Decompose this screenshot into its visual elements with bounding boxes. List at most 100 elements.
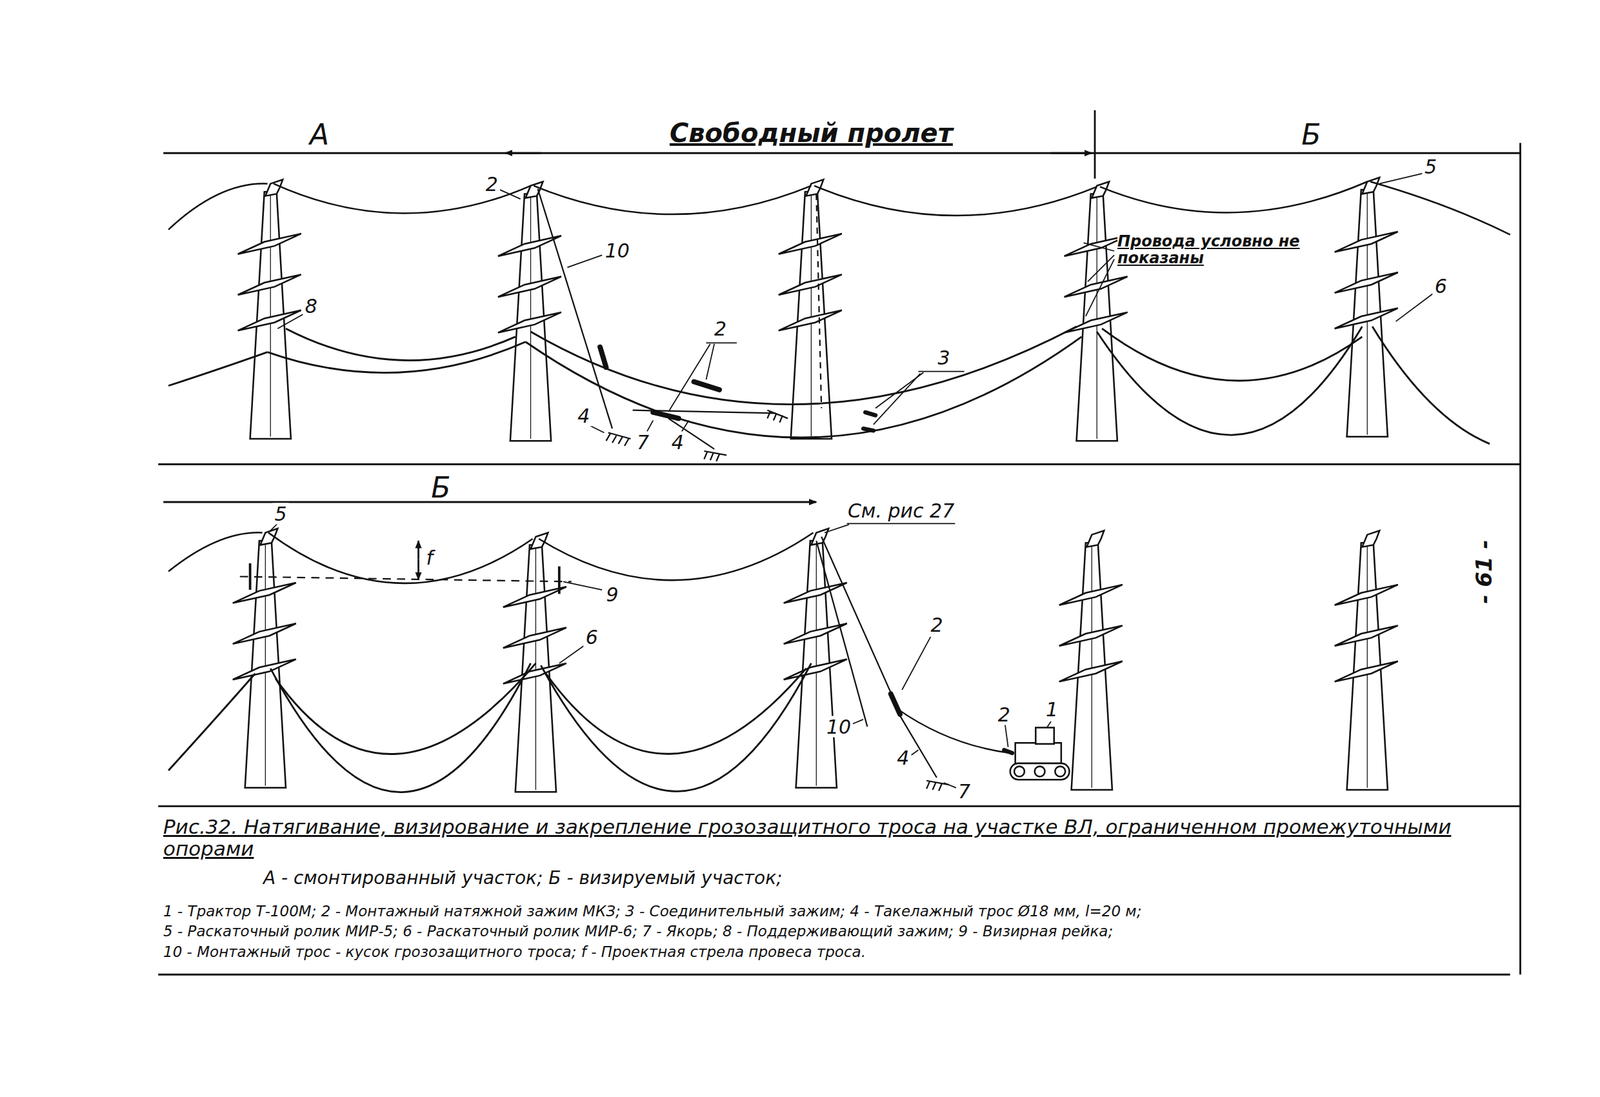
leader-lines <box>918 370 964 373</box>
rigging-ropes <box>240 576 572 582</box>
stringing-cable <box>545 668 806 754</box>
ground-wire <box>814 185 1097 216</box>
callout-number: 8 <box>303 295 320 317</box>
rigging-ropes <box>898 709 1011 753</box>
anchor-symbol <box>703 452 720 462</box>
ground-wire <box>538 532 813 580</box>
transmission-tower <box>503 532 567 792</box>
legend-line: 10 - Монтажный трос - кусок грозозащитно… <box>163 943 866 960</box>
dimension-arrows <box>163 152 1092 580</box>
callout-number: 1 <box>1043 698 1060 720</box>
callout-number: 2 <box>483 172 500 195</box>
ground-wire <box>168 181 1511 583</box>
stringing-cable <box>168 326 1490 793</box>
callout-number: 10 <box>824 716 853 738</box>
ground-wire <box>168 532 262 571</box>
leader-lines <box>669 343 711 411</box>
section-label: Б <box>1301 119 1321 151</box>
callout-number: 9 <box>603 583 620 605</box>
stringing-cable <box>530 326 1077 405</box>
leader-lines <box>706 341 737 344</box>
transmission-tower <box>1334 530 1399 790</box>
stringing-cable <box>1372 326 1490 444</box>
leader-lines <box>277 314 304 329</box>
transmission-tower <box>232 177 1399 792</box>
rigging-ropes <box>558 566 561 595</box>
rigging-ropes <box>240 189 1011 778</box>
anchor-symbol <box>606 433 630 446</box>
rigging-ropes <box>249 563 252 590</box>
ground-wire <box>533 185 811 215</box>
figure-caption: Рис.32. Натягивание, визирование и закре… <box>163 815 1506 860</box>
frame-lines <box>163 152 1520 155</box>
reference-note: См. рис 27 <box>845 499 957 521</box>
legend-line: 5 - Раскаточный ролик МИР-5; 6 - Раскато… <box>163 923 1113 940</box>
callout-number: 4 <box>669 430 686 453</box>
transmission-tower <box>778 179 842 439</box>
leader-lines <box>269 523 279 532</box>
leader-lines <box>500 189 521 199</box>
callout-number: 6 <box>583 625 600 648</box>
tractor-symbol <box>1054 766 1066 777</box>
ground-wire <box>1370 181 1511 235</box>
stringing-cable <box>525 336 1082 438</box>
clamps <box>890 693 900 715</box>
tractor-symbol <box>1010 763 1070 780</box>
anchor-symbol <box>608 432 631 439</box>
span-label: Свободный пролет <box>669 118 953 148</box>
leader-lines <box>847 522 956 524</box>
ground-wire <box>268 532 533 583</box>
callout-number: 2 <box>712 318 729 340</box>
leader-lines <box>910 749 919 755</box>
tractor-symbol <box>1035 727 1054 744</box>
dimension-label: f <box>424 546 436 568</box>
leader-lines <box>647 420 653 432</box>
leader-lines <box>901 636 931 690</box>
anchor-symbol <box>606 410 950 791</box>
callout-number: 3 <box>935 346 952 368</box>
legend-line: 1 - Трактор Т-100М; 2 - Монтажный натяжн… <box>163 903 1142 920</box>
tractor-symbol <box>1010 727 1070 780</box>
transmission-tower <box>1334 177 1399 437</box>
leader-lines <box>1379 173 1422 184</box>
ground-wire <box>168 183 268 230</box>
stringing-cable <box>168 673 255 771</box>
callout-number: 7 <box>634 430 651 453</box>
leader-lines <box>589 425 604 433</box>
tractor-symbol <box>1034 766 1046 777</box>
tractor-symbol <box>1015 742 1062 766</box>
rigging-ropes <box>821 536 896 704</box>
dimension-arrows <box>417 540 420 559</box>
clamps <box>600 347 1013 753</box>
clamps <box>1003 749 1013 753</box>
transmission-tower <box>1064 181 1128 441</box>
stringing-cable <box>285 328 516 360</box>
leader-lines <box>1396 293 1433 322</box>
leader-lines <box>1085 259 1115 317</box>
frame-lines <box>158 973 1510 976</box>
ground-wire <box>1100 181 1368 213</box>
stringing-cable <box>540 663 811 791</box>
anchor-symbol <box>926 781 942 791</box>
stringing-cable <box>267 341 526 373</box>
stringing-cable <box>275 663 536 755</box>
transmission-tower <box>238 179 302 439</box>
callout-number: 7 <box>956 780 973 802</box>
clamps <box>694 381 720 390</box>
transmission-tower <box>783 528 848 788</box>
dimension-arrows <box>163 501 817 504</box>
note-text: Провода условно не показаны <box>1117 232 1311 268</box>
rigging-ropes <box>816 540 868 727</box>
leader-lines <box>873 373 921 425</box>
leader-lines <box>943 782 957 788</box>
transmission-tower <box>1059 530 1123 790</box>
stringing-cable <box>270 663 531 793</box>
dimension-arrows <box>505 152 541 155</box>
rigging-ropes <box>816 193 822 408</box>
section-label: А <box>309 119 330 151</box>
leader-lines <box>1083 242 1115 251</box>
callout-number: 4 <box>894 746 911 768</box>
frame-lines <box>1519 142 1522 975</box>
transmission-tower <box>498 181 562 441</box>
